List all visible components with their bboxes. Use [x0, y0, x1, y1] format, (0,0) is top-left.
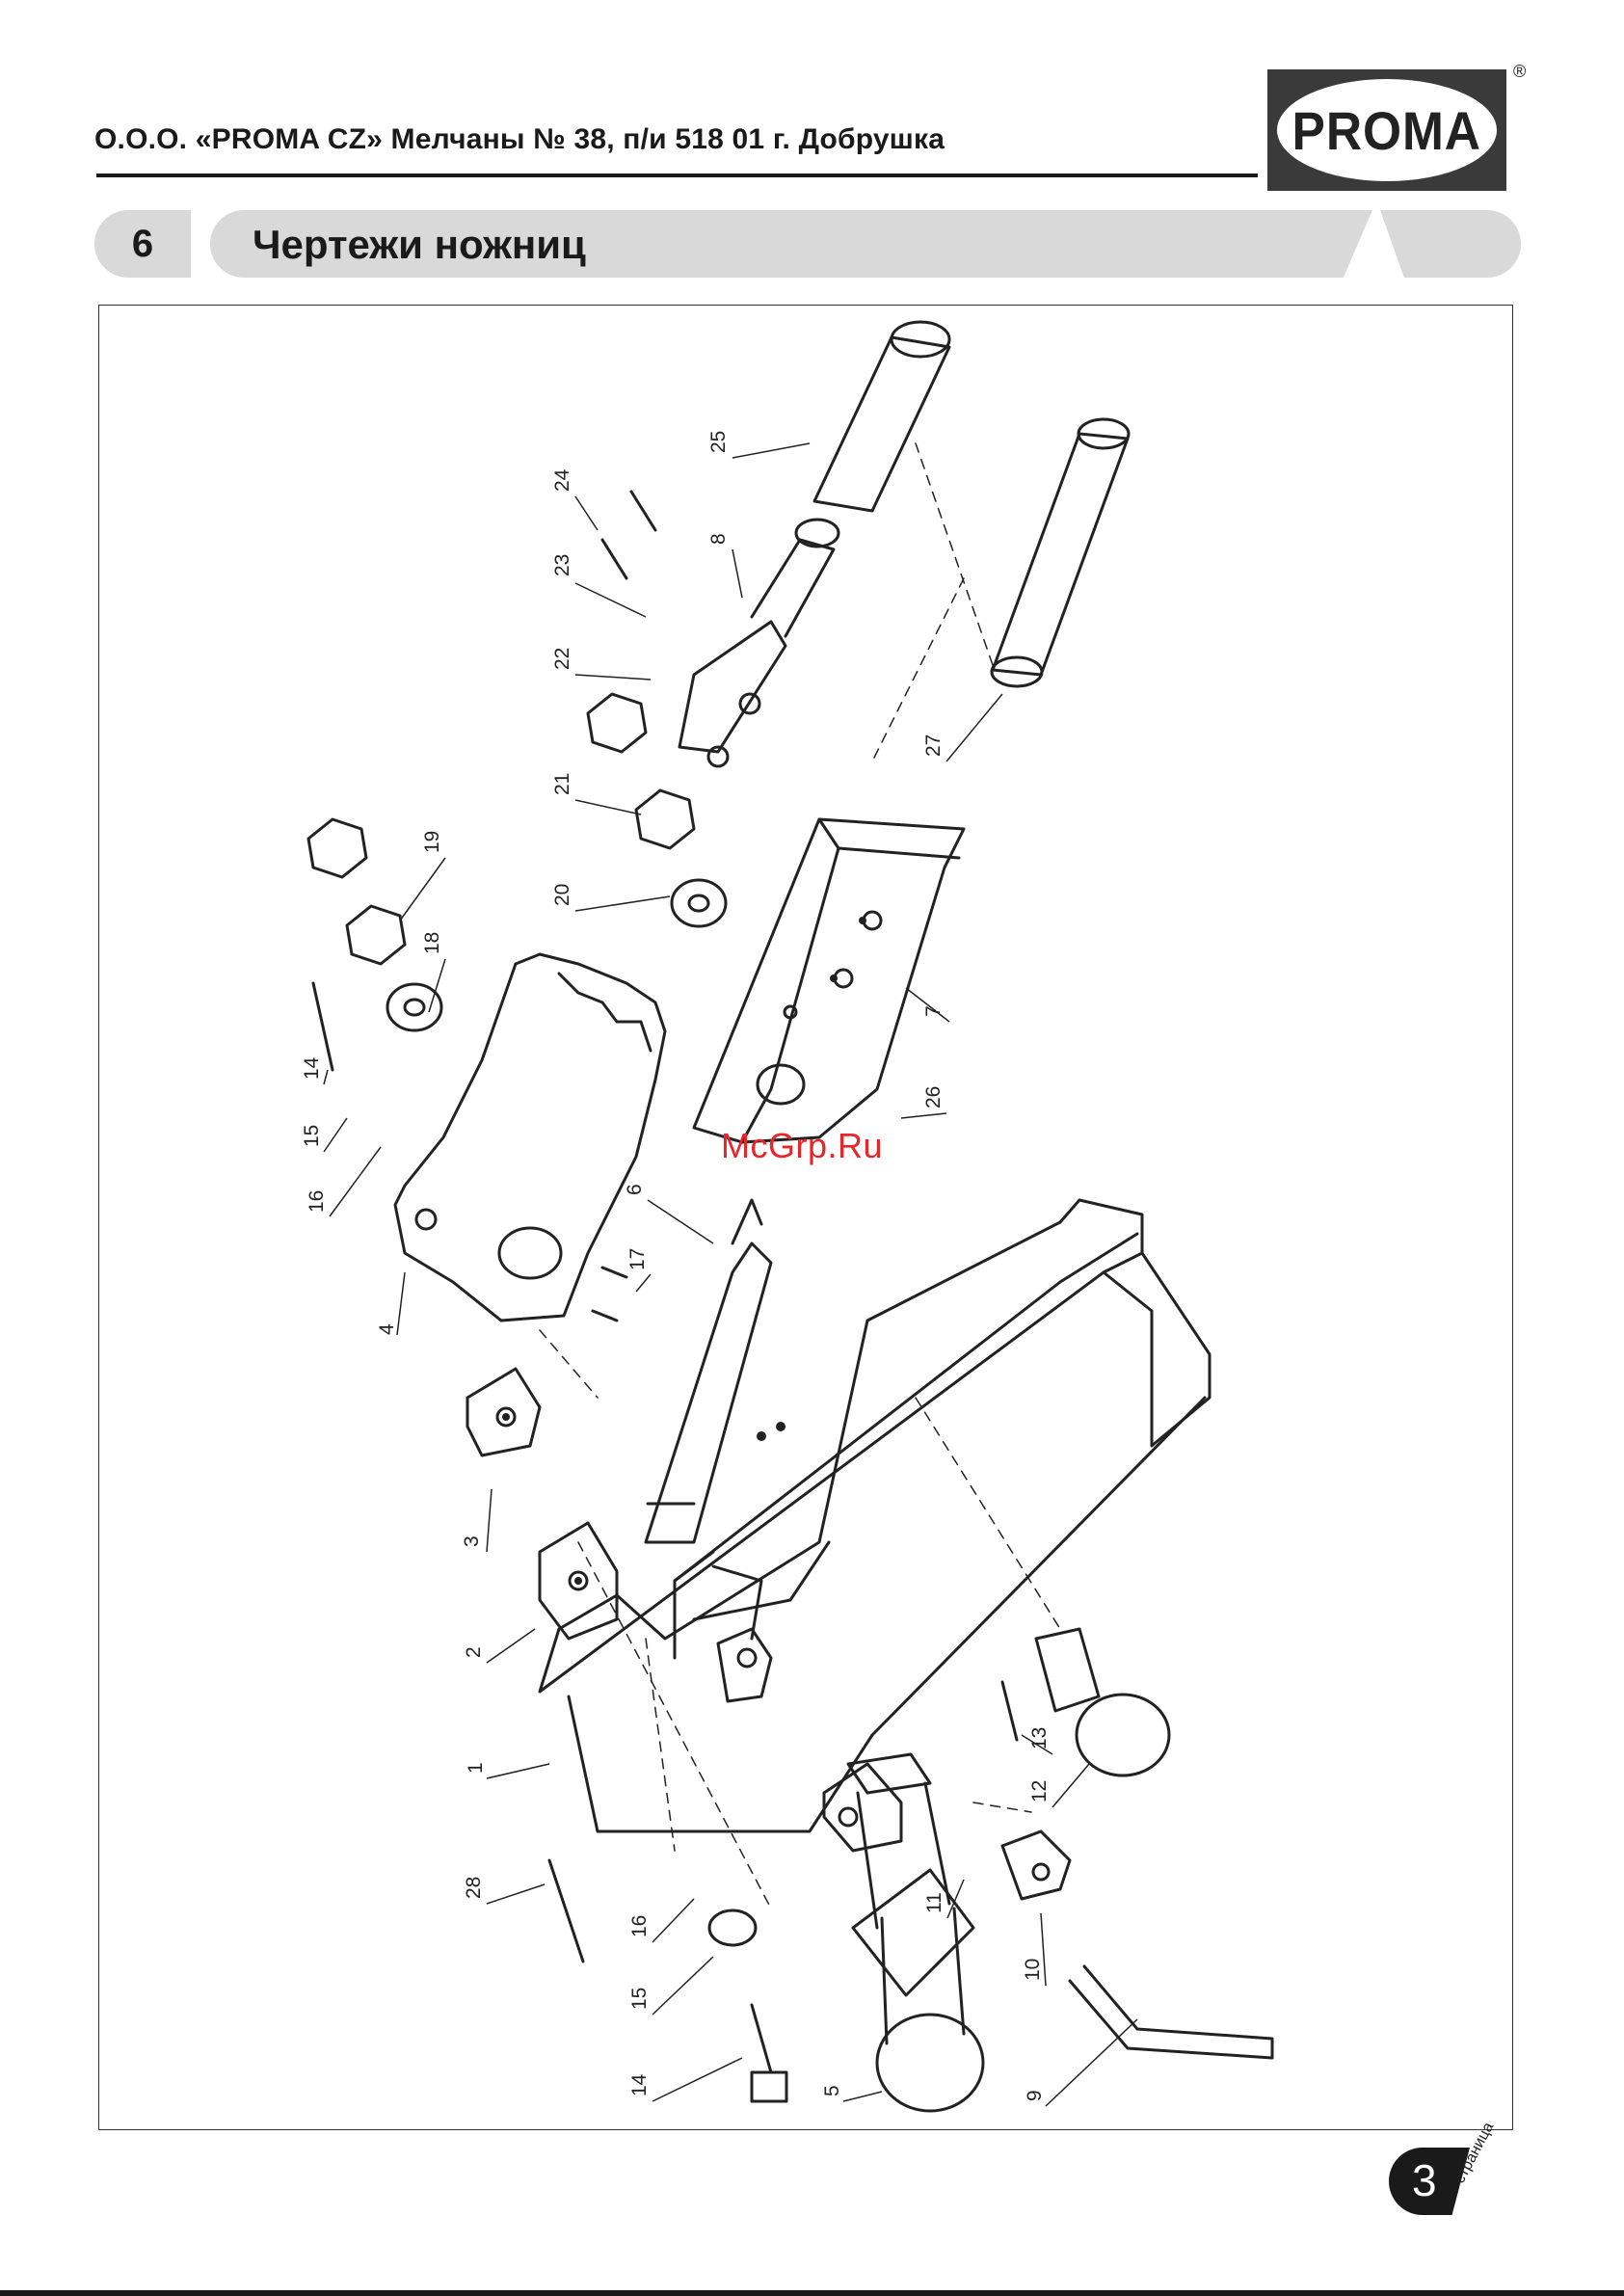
part-label-4: 4: [376, 1323, 398, 1335]
part-label-20: 20: [551, 884, 573, 906]
part-label-25: 25: [707, 431, 730, 453]
part-label-9: 9: [1024, 2090, 1046, 2101]
part-label-6: 6: [624, 1184, 646, 1195]
part-label-8: 8: [707, 533, 730, 545]
part-label-21: 21: [551, 773, 573, 795]
watermark: McGrp.Ru: [721, 1126, 883, 1166]
part-label-19: 19: [421, 831, 443, 853]
part-label-18: 18: [421, 932, 443, 954]
part-label-27: 27: [922, 734, 945, 757]
part-label-1: 1: [465, 1762, 487, 1774]
part-label-15: 15: [301, 1125, 323, 1147]
part-label-5: 5: [821, 2085, 843, 2096]
page-number: 3: [1412, 2154, 1437, 2206]
part-label-12: 12: [1028, 1780, 1051, 1802]
part-label-23: 23: [551, 554, 573, 576]
part-label-22: 22: [551, 648, 573, 670]
part-label-2: 2: [463, 1646, 485, 1658]
part-label-24: 24: [551, 468, 573, 492]
part-label-3: 3: [461, 1535, 483, 1547]
part-label-16b: 16: [628, 1915, 651, 1937]
bottom-rule: [0, 2290, 1624, 2296]
part-label-17: 17: [626, 1248, 649, 1270]
part-label-14b: 14: [628, 2073, 651, 2096]
part-label-26: 26: [922, 1086, 945, 1108]
part-label-16: 16: [306, 1190, 328, 1213]
part-label-14: 14: [301, 1056, 323, 1080]
part-label-15b: 15: [628, 1988, 651, 2010]
part-label-11: 11: [923, 1892, 945, 1913]
part-label-10: 10: [1022, 1959, 1044, 1981]
part-label-28: 28: [463, 1877, 485, 1899]
